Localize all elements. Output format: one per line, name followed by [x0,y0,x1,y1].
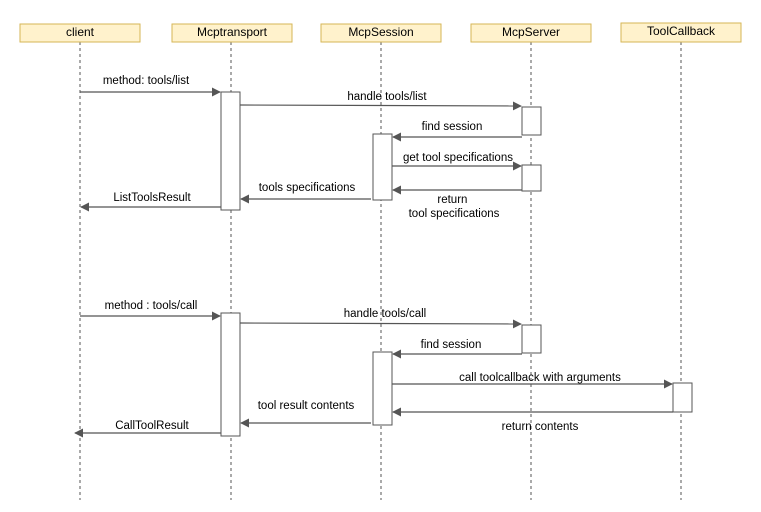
message-tools-specifications: tools specifications [240,182,371,204]
lifelines [79,42,682,500]
message-label: return tool specifications [409,194,500,220]
message-arrow [239,319,522,329]
participant-label: ToolCallback [647,24,716,38]
message-method-tools-list: method: tools/list [80,75,221,97]
activation-bar [672,382,693,413]
participant-box [320,23,442,43]
message-find-session-2: find session [392,339,522,359]
activations [220,91,693,437]
participant-client: client [19,23,141,43]
participant-mcptransport: Mcptransport [171,23,293,43]
message-handle-tools-list: handle tools/list [239,91,522,111]
activation-bar [521,106,542,136]
activation-bar [220,312,241,437]
participant-mcpsession: McpSession [320,23,442,43]
participant-label: client [66,25,95,39]
message-listtoolsresult: ListToolsResult [80,192,221,212]
participant-label: Mcptransport [197,25,268,39]
message-calltoolresult: CallToolResult [74,420,221,438]
message-call-toolcallback: call toolcallback with arguments [392,372,673,389]
message-method-tools-call: method : tools/call [80,300,221,321]
participant-box [171,23,293,43]
participant-mcpserver: McpServer [470,23,592,43]
message-label: find session [422,121,483,133]
activation-bar [220,91,241,211]
message-label: handle tools/list [347,91,427,103]
message-get-tool-specifications: get tool specifications [392,152,522,171]
message-return-contents: return contents [392,407,673,433]
participant-box [620,22,742,43]
message-label: handle tools/call [344,308,426,320]
message-label: tools specifications [259,182,356,194]
activation-bar [372,133,393,201]
participant-label: McpServer [502,25,560,39]
message-arrow [239,101,522,111]
participant-toolcallback: ToolCallback [620,22,742,43]
activation-bar [521,164,542,192]
message-label: method : tools/call [105,300,198,312]
participant-box [19,23,141,43]
message-handle-tools-call: handle tools/call [239,308,522,329]
message-label: return contents [502,421,579,433]
message-label: ListToolsResult [113,192,191,204]
message-label: get tool specifications [403,152,513,164]
message-label: call toolcallback with arguments [459,372,621,384]
message-find-session: find session [392,121,522,142]
participant-label: McpSession [348,25,413,39]
message-label: tool result contents [258,400,355,412]
activation-bar [372,351,393,426]
message-label: method: tools/list [103,75,190,87]
participant-box [470,23,592,43]
message-tool-result-contents: tool result contents [240,400,371,428]
message-label-line: tool specifications [409,208,500,220]
message-return-tool-specifications: return tool specifications [392,185,522,220]
activation-bar [521,324,542,354]
message-label: CallToolResult [115,420,189,432]
message-label-line: return [437,194,467,206]
message-label: find session [421,339,482,351]
